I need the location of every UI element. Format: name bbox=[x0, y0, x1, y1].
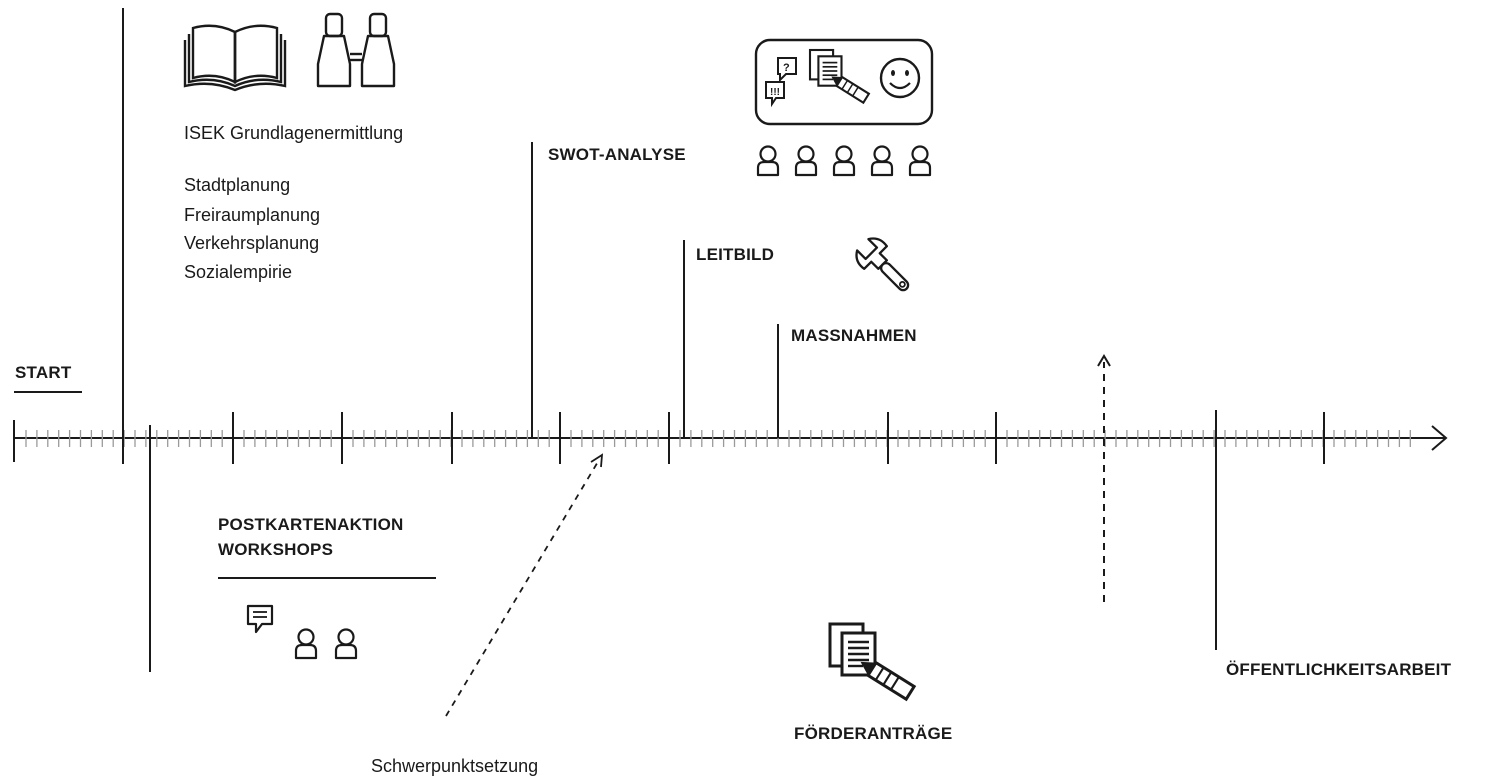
person-icon bbox=[794, 145, 818, 177]
oeffentlichkeit-label: ÖFFENTLICHKEITSARBEIT bbox=[1226, 660, 1452, 679]
isek-item-freiraumplanung: Freiraumplanung bbox=[184, 205, 321, 225]
timeline-arrowhead-icon bbox=[1431, 425, 1448, 451]
binoculars-icon bbox=[316, 12, 396, 88]
schwerpunkt-dashed-arrow bbox=[445, 459, 600, 717]
person-icon bbox=[870, 145, 894, 177]
start-label: START bbox=[15, 363, 72, 382]
isek-item-sozialempirie: Sozialempirie bbox=[184, 262, 293, 282]
participation-icon-box: ? !!! bbox=[754, 38, 934, 126]
person-icon bbox=[908, 145, 932, 177]
foerderantraege-label: FÖRDERANTRÄGE bbox=[794, 724, 953, 743]
swot-label: SWOT-ANALYSE bbox=[548, 145, 686, 164]
wrench-icon bbox=[855, 237, 910, 292]
person-icon bbox=[756, 145, 780, 177]
documents-pencil-icon bbox=[808, 48, 870, 104]
open-book-icon bbox=[183, 24, 287, 92]
svg-text:!!!: !!! bbox=[770, 87, 780, 98]
person-icon bbox=[334, 628, 358, 660]
leitbild-label: LEITBILD bbox=[696, 245, 775, 264]
isek-item-verkehrsplanung: Verkehrsplanung bbox=[184, 233, 320, 253]
person-icon bbox=[832, 145, 856, 177]
timeline-major-ticks bbox=[232, 412, 1325, 464]
documents-pencil-icon bbox=[828, 622, 916, 701]
person-icon bbox=[294, 628, 318, 660]
schwerpunkt-arrowhead-icon bbox=[590, 453, 604, 468]
speech-bubbles-icon: ? !!! bbox=[765, 57, 797, 108]
svg-text:?: ? bbox=[783, 62, 790, 74]
workshops-label: WORKSHOPS bbox=[218, 540, 334, 559]
dashed-marker-arrowhead-icon bbox=[1097, 354, 1111, 367]
isek-item-stadtplanung: Stadtplanung bbox=[184, 175, 291, 195]
schwerpunkt-label: Schwerpunktsetzung bbox=[371, 756, 539, 776]
massnahmen-label: MASSNAHMEN bbox=[791, 326, 917, 345]
postkarten-label: POSTKARTENAKTION bbox=[218, 515, 404, 534]
swot-persons-row bbox=[756, 145, 932, 177]
isek-title: ISEK Grundlagenermittlung bbox=[184, 123, 404, 143]
speech-bubble-icon bbox=[246, 604, 274, 634]
smiley-icon bbox=[879, 57, 921, 99]
